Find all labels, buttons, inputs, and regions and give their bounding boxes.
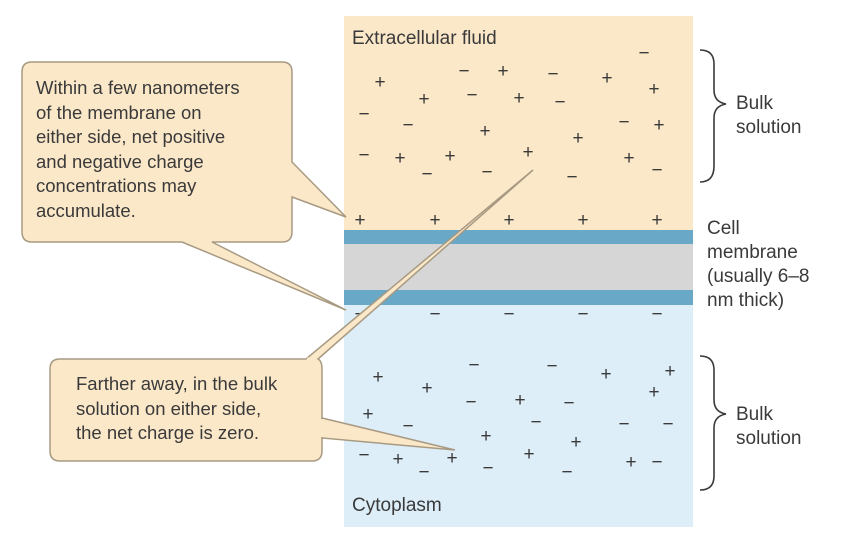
minus-charge: − [561, 462, 572, 483]
extracellular-bulk-charges: + + − + − + − − + − + − − + + − + − + + … [358, 43, 664, 188]
cytoplasm-label: Cytoplasm [352, 495, 442, 516]
plus-charge: + [418, 89, 429, 110]
top-callout-bubble [21, 61, 347, 311]
plus-charge: + [625, 452, 636, 473]
minus-charge: − [530, 412, 541, 433]
minus-charge: − [651, 160, 662, 181]
plus-charge: + [497, 61, 508, 82]
plus-charge: + [503, 210, 514, 231]
bulk-top-brace [699, 49, 727, 183]
plus-charge: + [570, 432, 581, 453]
plus-charge: + [444, 146, 455, 167]
bottom-callout-text: Farther away, in the bulk solution on ei… [76, 373, 278, 443]
plus-charge: + [651, 210, 662, 231]
plus-charge: + [514, 390, 525, 411]
minus-charge: − [563, 393, 574, 414]
minus-charge: − [618, 414, 629, 435]
extracellular-fluid-label: Extracellular fluid [352, 28, 497, 49]
plus-charge: + [601, 68, 612, 89]
plus-charge: + [392, 449, 403, 470]
bottom-callout-bubble [49, 169, 534, 462]
cell-membrane [344, 230, 693, 305]
plus-charge: + [374, 72, 385, 93]
minus-charge: − [458, 61, 469, 82]
top-callout-text: Within a few nanometers of the membrane … [36, 77, 240, 221]
plus-charge: + [623, 148, 634, 169]
minus-charge: − [662, 414, 673, 435]
minus-charge: − [468, 355, 479, 376]
plus-charge: + [648, 382, 659, 403]
minus-charge: − [554, 92, 565, 113]
minus-charge: − [402, 416, 413, 437]
minus-charge: − [466, 85, 477, 106]
plus-charge: + [513, 88, 524, 109]
membrane-inner-layer [344, 290, 693, 305]
plus-charge: + [648, 79, 659, 100]
plus-charge: + [372, 367, 383, 388]
plus-charge: + [577, 210, 588, 231]
plus-charge: + [479, 121, 490, 142]
minus-charge: − [481, 162, 492, 183]
plus-charge: + [354, 210, 365, 231]
plus-charge: + [362, 404, 373, 425]
minus-charge: − [465, 392, 476, 413]
minus-charge: − [547, 64, 558, 85]
bulk-bottom-brace [699, 355, 727, 491]
plus-charge: + [522, 142, 533, 163]
membrane-outer-layer [344, 230, 693, 244]
minus-charge: − [566, 167, 577, 188]
minus-charge: − [651, 452, 662, 473]
plus-charge: + [523, 444, 534, 465]
minus-charge: − [651, 304, 662, 325]
plus-charge: + [600, 364, 611, 385]
cell-membrane-label: Cell membrane (usually 6–8 nm thick) [707, 218, 810, 311]
extracellular-region [344, 16, 693, 232]
plus-charge: + [394, 148, 405, 169]
minus-charge: − [618, 112, 629, 133]
plus-charge: + [572, 128, 583, 149]
plus-charge: + [421, 378, 432, 399]
minus-charge: − [482, 458, 493, 479]
plus-charge: + [480, 426, 491, 447]
minus-charge: − [503, 304, 514, 325]
bulk-solution-top-label: Bulk solution [736, 93, 802, 138]
minus-charge: − [418, 462, 429, 483]
plus-charge: + [664, 361, 675, 382]
minus-charge: − [358, 104, 369, 125]
cytoplasm-region [344, 305, 693, 527]
minus-charge: − [546, 356, 557, 377]
minus-charge: − [577, 304, 588, 325]
plus-charge: + [429, 210, 440, 231]
minus-charge: − [402, 115, 413, 136]
minus-charge: − [358, 145, 369, 166]
minus-charge: − [638, 43, 649, 64]
bulk-solution-bottom-label: Bulk solution [736, 404, 802, 449]
minus-charge: − [358, 445, 369, 466]
plus-charge: + [446, 448, 457, 469]
cytoplasm-bulk-charges: + + − − + − − + + + + − − + − − + − + − … [358, 355, 675, 483]
minus-charge: − [421, 164, 432, 185]
plus-charge: + [653, 115, 664, 136]
outer-surface-positive-charges: + + + + + [354, 210, 662, 231]
minus-charge: − [429, 304, 440, 325]
